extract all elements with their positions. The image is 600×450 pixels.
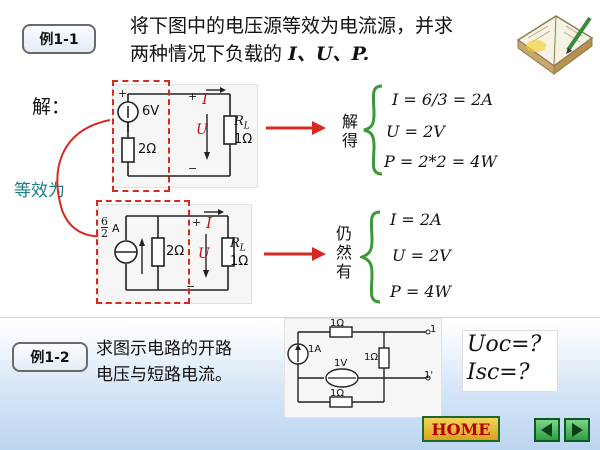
circuit-voltage-source-panel (112, 84, 258, 188)
top-voltage-minus: − (188, 162, 198, 175)
result-word-still-char-2: 然 (335, 243, 352, 262)
top-load-label: RL (234, 114, 250, 132)
bottom-load-subscript: L (239, 243, 246, 254)
home-button[interactable]: HOME (422, 416, 500, 442)
top-load-subscript: L (243, 121, 250, 132)
question-uoc: Uoc=? (467, 332, 542, 357)
right-arrow-icon (264, 247, 326, 261)
top-load-value: 1Ω (234, 132, 253, 147)
left-arrow-icon (541, 423, 552, 437)
example-1-2-text: 求图示电路的开路 电压与短路电流。 (96, 336, 232, 388)
ex2-terminal-top: 1 (430, 324, 437, 335)
heading-line-1: 将下图中的电压源等效为电流源，并求 (130, 15, 454, 37)
bottom-voltage-label: U (198, 246, 210, 262)
result-top-i: I = 6/3 = 2A (392, 90, 493, 109)
top-voltage-plus: + (188, 90, 198, 103)
example-1-2-text-line-1: 求图示电路的开路 (96, 339, 232, 359)
result-top-p: P = 2*2 = 4W (384, 152, 497, 171)
equivalent-label: 等效为 (14, 181, 65, 201)
section-divider (0, 317, 600, 318)
ex2-r-mid-value: 1Ω (364, 352, 379, 363)
circuit-current-source (114, 209, 235, 291)
top-current-label: I (202, 90, 208, 108)
heading-variables: I、U、P. (288, 43, 370, 65)
example-1-2-tag: 例1-2 (12, 342, 88, 372)
example-1-2-text-line-2: 电压与短路电流。 (96, 365, 232, 385)
notebook-icon (516, 15, 594, 75)
prev-button[interactable] (534, 418, 560, 442)
circuit-voltage-source (117, 87, 237, 177)
heading-line-2: 两种情况下负载的 I、U、P. (130, 40, 550, 68)
next-button[interactable] (564, 418, 590, 442)
result-word-solve: 解 得 (340, 112, 360, 150)
top-load-symbol: R (234, 114, 244, 129)
result-bottom-p: P = 4W (390, 282, 451, 301)
example-1-1-tag: 例1-1 (22, 24, 96, 54)
circuit-example-2 (287, 326, 431, 408)
top-source-value: 6V (142, 104, 160, 119)
result-bottom-i: I = 2A (390, 210, 442, 229)
bottom-load-label: RL (230, 236, 246, 254)
top-dashed-box (112, 80, 170, 192)
ex2-questions: Uoc=? Isc=? (462, 330, 558, 392)
ex2-terminal-bottom: 1' (424, 370, 434, 381)
bottom-parallel-resistor-value: 2Ω (166, 244, 185, 259)
bottom-dashed-box (96, 200, 190, 304)
curly-brace (363, 84, 383, 176)
top-source-plus: + (118, 87, 128, 100)
ex2-r-top-value: 1Ω (330, 318, 345, 329)
question-isc: Isc=? (467, 360, 530, 385)
result-word-still-char-1: 仍 (335, 224, 352, 243)
bottom-source-unit: A (112, 222, 120, 235)
heading-line-2-prefix: 两种情况下负载的 (130, 43, 289, 65)
top-series-resistor-value: 2Ω (138, 142, 157, 157)
example-1-1-heading: 将下图中的电压源等效为电流源，并求 两种情况下负载的 I、U、P. (130, 12, 550, 68)
bottom-voltage-minus: − (186, 280, 196, 293)
result-word-still: 仍 然 有 (334, 224, 354, 281)
right-arrow-icon (572, 423, 583, 437)
curly-brace (360, 210, 381, 304)
ex2-r-bottom-value: 1Ω (330, 388, 345, 399)
bottom-voltage-plus: + (192, 216, 202, 229)
bottom-source-numerator: 6 (101, 215, 108, 228)
solution-label: 解： (32, 96, 71, 118)
bottom-source-denominator: 2 (101, 227, 108, 240)
result-word-still-char-3: 有 (335, 262, 352, 281)
result-top-u: U = 2V (386, 122, 445, 141)
ex2-voltage-source-value: 1V (334, 358, 348, 369)
bottom-load-symbol: R (230, 236, 240, 251)
right-arrow-icon (266, 121, 326, 135)
bottom-load-value: 1Ω (230, 254, 249, 269)
ex2-current-source-value: 1A (308, 344, 322, 355)
top-voltage-label: U (196, 122, 208, 138)
result-word-solve-char-1: 解 (341, 112, 358, 131)
result-word-solve-char-2: 得 (341, 131, 358, 150)
bottom-source-fraction: 6 2 (101, 216, 108, 239)
result-bottom-u: U = 2V (392, 246, 451, 265)
bottom-current-label: I (206, 214, 212, 232)
